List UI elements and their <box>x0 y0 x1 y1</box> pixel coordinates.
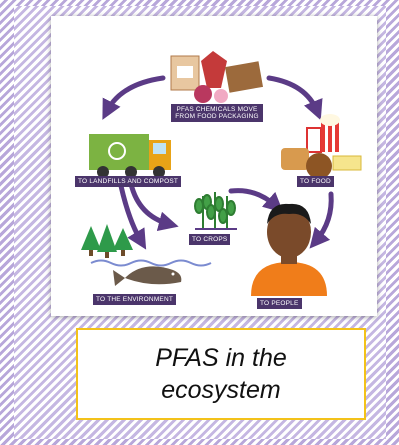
garbage-truck-icon <box>89 134 171 178</box>
arrow-crops-to-people <box>228 188 284 213</box>
food-packaging-icon <box>170 51 263 103</box>
arrow-landfills-to-crops <box>128 181 179 232</box>
pfas-diagram-card: PFAS CHEMICALS MOVE FROM FOOD PACKAGING … <box>51 16 377 316</box>
trees-icon <box>81 224 133 258</box>
label-people: TO PEOPLE <box>257 298 302 309</box>
water-and-fish-icon <box>90 259 212 286</box>
background-frame: PFAS CHEMICALS MOVE FROM FOOD PACKAGING … <box>14 6 386 439</box>
pfas-diagram <box>81 51 362 296</box>
label-environment: TO THE ENVIRONMENT <box>93 294 177 305</box>
arrow-landfills-to-environment <box>118 183 147 250</box>
label-landfills: TO LANDFILLS AND COMPOST <box>75 176 182 187</box>
caption-text: PFAS in the ecosystem <box>155 344 287 404</box>
label-crops: TO CROPS <box>189 234 231 245</box>
person-icon <box>251 203 327 296</box>
caption-box: PFAS in the ecosystem <box>76 328 366 420</box>
arrow-to-food <box>266 75 323 121</box>
arrow-food-to-people <box>309 191 334 249</box>
label-food: TO FOOD <box>297 176 334 187</box>
label-source: PFAS CHEMICALS MOVE FROM FOOD PACKAGING <box>171 104 263 122</box>
crops-icon <box>194 192 237 230</box>
arrow-to-landfills <box>102 75 166 120</box>
food-icon <box>281 114 362 179</box>
